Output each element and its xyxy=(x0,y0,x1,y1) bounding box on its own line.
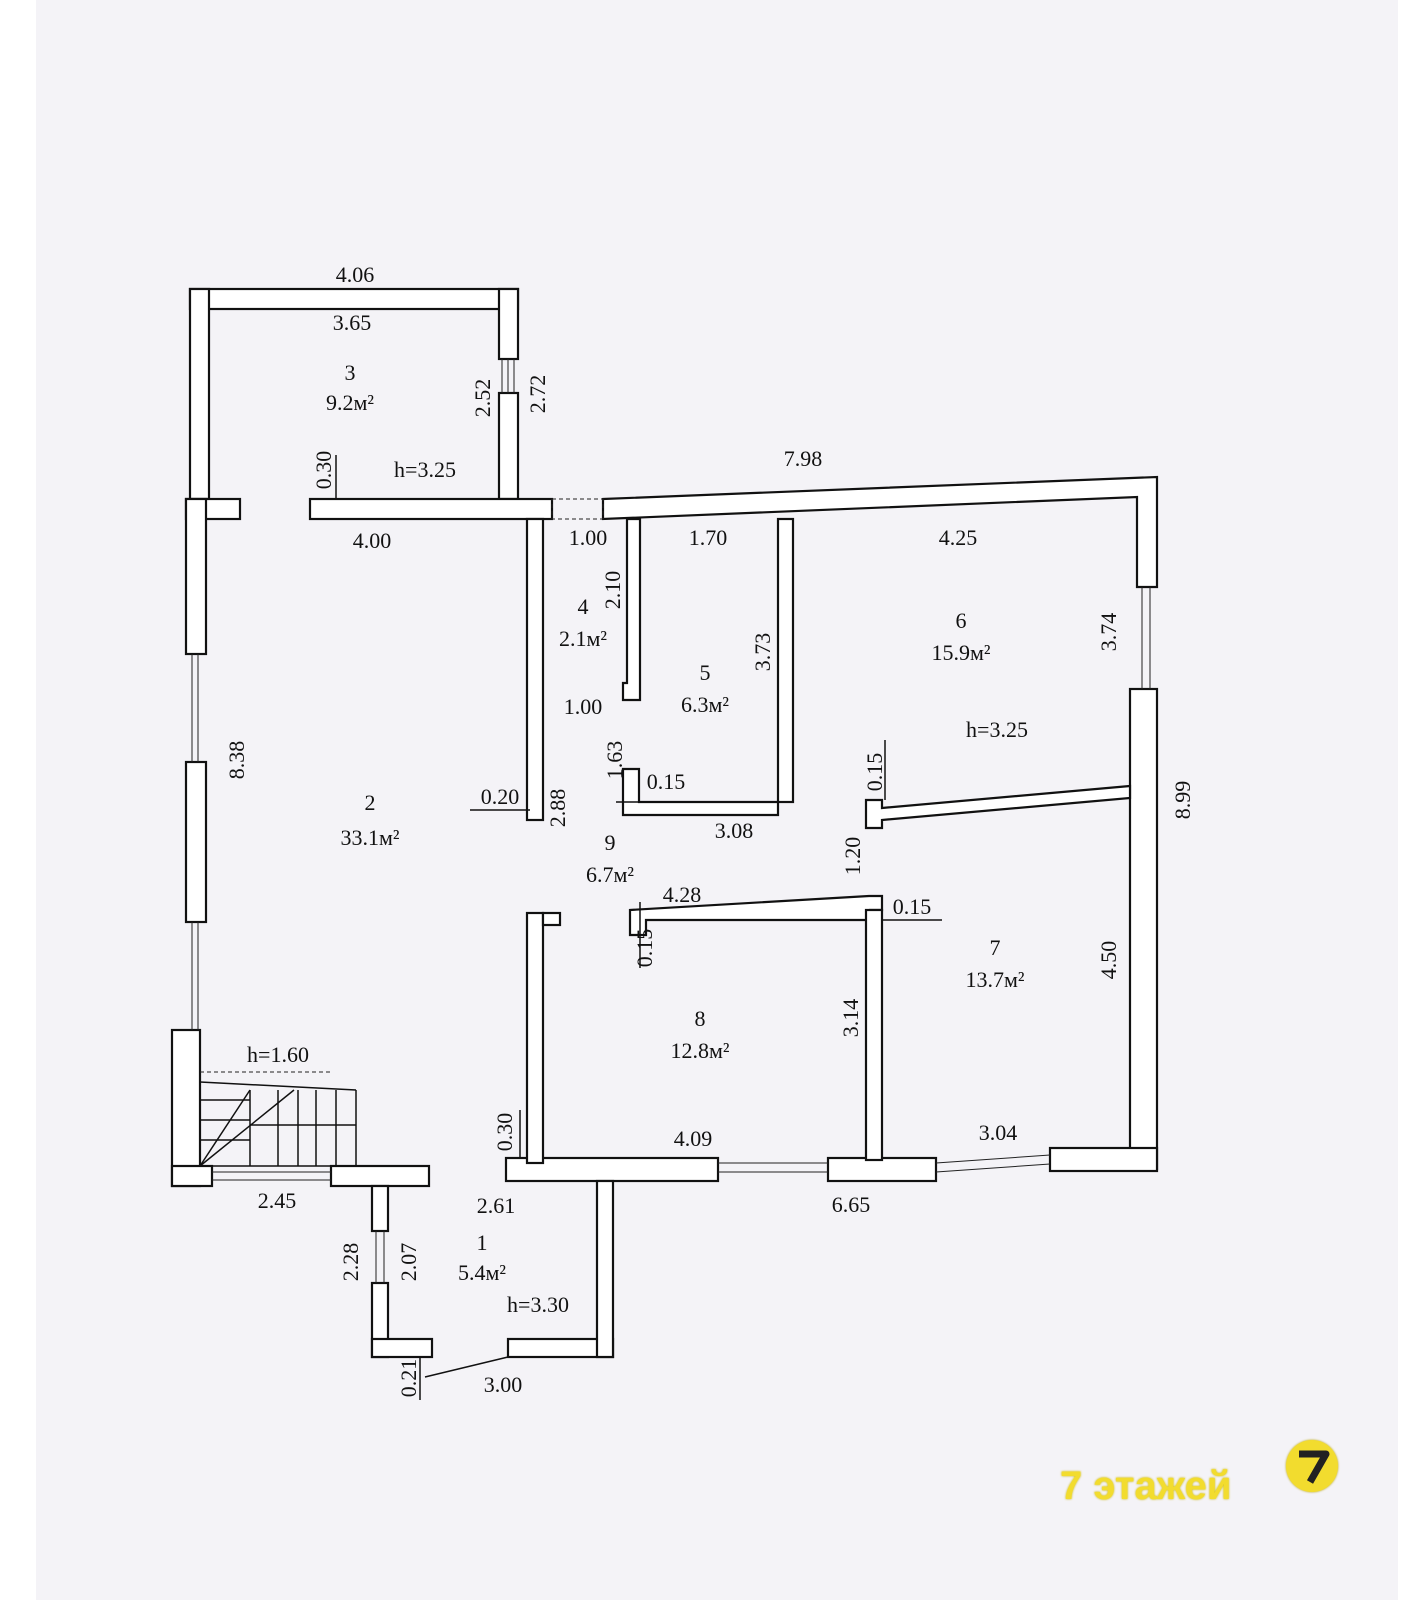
room-2-area: 33.1м² xyxy=(340,825,399,850)
dim-h: 4.00 xyxy=(353,528,392,553)
dim-h: 1.70 xyxy=(689,525,728,550)
dim-v: 0.30 xyxy=(492,1113,517,1152)
dim-h: 1.00 xyxy=(564,694,603,719)
room-1-area: 5.4м² xyxy=(458,1260,506,1285)
dim-h: 6.65 xyxy=(832,1192,871,1217)
dim-h: 0.15 xyxy=(893,894,932,919)
room-3-area: 9.2м² xyxy=(326,390,374,415)
dimensions-vertical: 2.52 2.72 0.30 2.10 3.73 3.74 8.38 1.63 … xyxy=(224,375,1195,1398)
dim-h: 4.06 xyxy=(336,262,375,287)
leader-lines xyxy=(335,455,942,1400)
dim-v: 8.38 xyxy=(224,741,249,780)
dim-v: 3.73 xyxy=(750,633,775,672)
room-7-number: 7 xyxy=(990,935,1001,960)
dim-v: 0.21 xyxy=(396,1359,421,1398)
dim-h: 3.08 xyxy=(715,818,754,843)
room-8-area: 12.8м² xyxy=(670,1038,729,1063)
dim-v: 2.10 xyxy=(600,571,625,610)
dim-v: 3.74 xyxy=(1096,613,1121,652)
dimensions-horizontal: 4.06 3.65 7.98 4.00 1.00 1.70 4.25 1.00 … xyxy=(258,262,1018,1397)
dim-v: 0.15 xyxy=(632,929,657,968)
room-5-area: 6.3м² xyxy=(681,692,729,717)
dim-v: 2.07 xyxy=(396,1243,421,1282)
dim-h: 3.04 xyxy=(979,1120,1018,1145)
dim-v: 0.30 xyxy=(311,451,336,490)
watermark-text: 7 этажей xyxy=(1060,1464,1232,1508)
dim-v: 4.50 xyxy=(1096,941,1121,980)
staircase xyxy=(199,1071,357,1167)
room-labels: 3 9.2м² h=3.25 2 33.1м² 4 2.1м² 5 6.3м² … xyxy=(247,360,1028,1317)
room-6-number: 6 xyxy=(956,608,967,633)
room-4-number: 4 xyxy=(578,594,589,619)
dim-h: 4.25 xyxy=(939,525,978,550)
room-3-number: 3 xyxy=(345,360,356,385)
dim-v: 3.14 xyxy=(838,999,863,1038)
room-1-height: h=3.30 xyxy=(507,1292,569,1317)
stair-height: h=1.60 xyxy=(247,1042,309,1067)
dim-v: 1.20 xyxy=(840,837,865,876)
dim-h: 7.98 xyxy=(784,446,823,471)
room-3-height: h=3.25 xyxy=(394,457,456,482)
room-7-area: 13.7м² xyxy=(965,967,1024,992)
dim-v: 8.99 xyxy=(1170,781,1195,820)
room-9-number: 9 xyxy=(605,830,616,855)
dim-h: 1.00 xyxy=(569,525,608,550)
room-9-area: 6.7м² xyxy=(586,862,634,887)
dim-v: 1.63 xyxy=(602,741,627,780)
right-margin-strip xyxy=(1398,0,1424,1600)
walls xyxy=(170,287,1159,1359)
dim-h: 2.45 xyxy=(258,1188,297,1213)
room-4-area: 2.1м² xyxy=(559,626,607,651)
room-5-number: 5 xyxy=(700,660,711,685)
dim-v: 0.15 xyxy=(862,753,887,792)
dim-v: 2.28 xyxy=(338,1243,363,1282)
seven-circle-icon xyxy=(1286,1440,1338,1492)
dim-h: 2.61 xyxy=(477,1193,516,1218)
room-2-number: 2 xyxy=(365,790,376,815)
room-8-number: 8 xyxy=(695,1006,706,1031)
room-6-area: 15.9м² xyxy=(931,640,990,665)
dim-h: 0.20 xyxy=(481,784,520,809)
dim-v: 2.52 xyxy=(470,379,495,418)
dim-h: 3.65 xyxy=(333,310,372,335)
room-6-height: h=3.25 xyxy=(966,717,1028,742)
dim-h: 0.15 xyxy=(647,769,686,794)
left-margin-strip xyxy=(0,0,36,1600)
dim-h: 4.09 xyxy=(674,1126,713,1151)
dim-v: 2.72 xyxy=(525,375,550,414)
windows xyxy=(191,359,1151,1283)
dim-v: 2.88 xyxy=(545,789,570,828)
room-1-number: 1 xyxy=(477,1230,488,1255)
dim-h: 3.00 xyxy=(484,1372,523,1397)
dim-h: 4.28 xyxy=(663,882,702,907)
